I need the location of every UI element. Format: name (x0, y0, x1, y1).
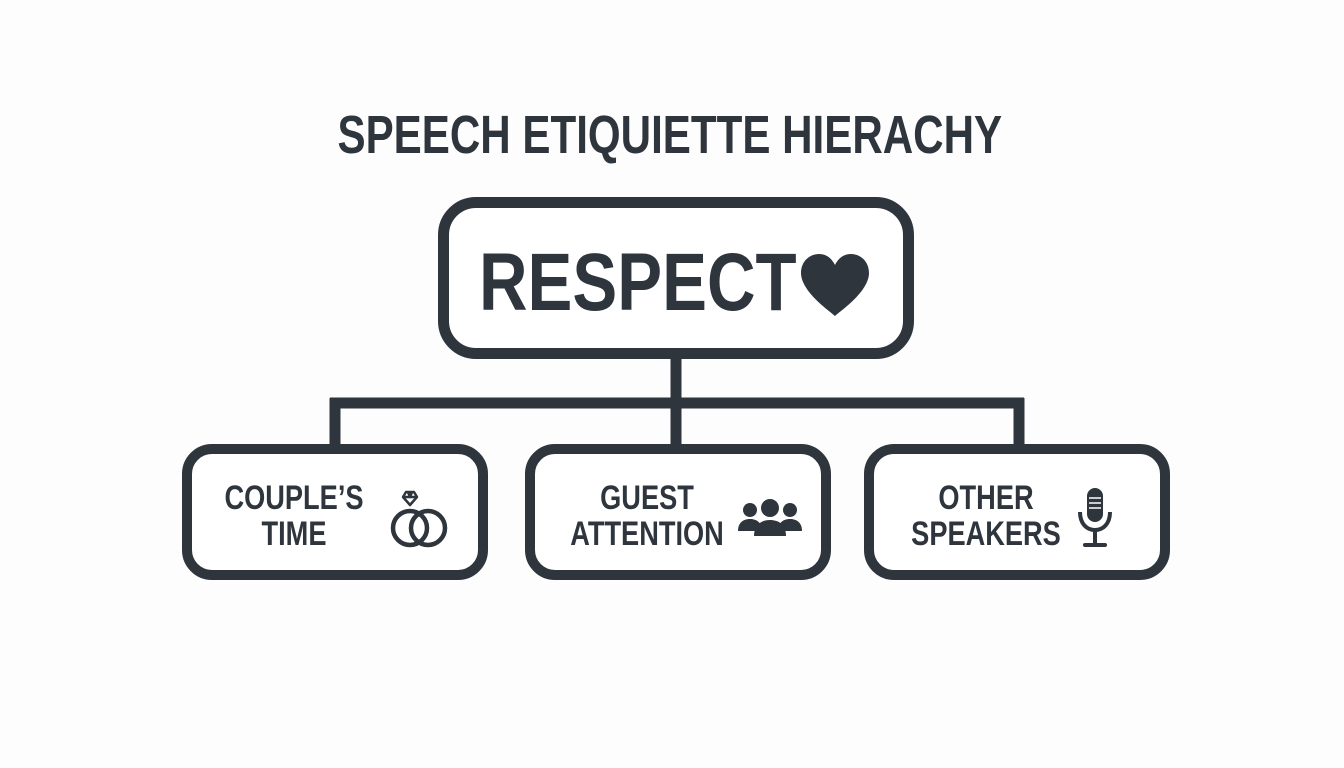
child-node-other-speakers: OTHER SPEAKERS (864, 444, 1170, 580)
wedding-rings-icon (390, 490, 448, 548)
heart-icon (801, 254, 869, 316)
root-node-respect: RESPECT (438, 197, 914, 359)
child-node-label: GUEST ATTENTION (570, 480, 724, 552)
child-node-couples-time: COUPLE’S TIME (182, 444, 488, 580)
child-node-label-line2: SPEAKERS (911, 515, 1061, 553)
child-node-label-line2: ATTENTION (570, 515, 724, 553)
child-node-label-line1: OTHER (938, 479, 1034, 517)
child-node-guest-attention: GUEST ATTENTION (525, 444, 831, 580)
diagram-title: SPEECH ETIQUIETTE HIERACHY (337, 105, 1003, 165)
child-node-label: OTHER SPEAKERS (909, 480, 1063, 552)
child-node-label-line1: COUPLE’S (224, 479, 364, 517)
root-node-label: RESPECT (479, 237, 797, 328)
child-node-label-line2: TIME (261, 515, 327, 553)
child-node-label: COUPLE’S TIME (224, 480, 365, 552)
microphone-icon (1078, 488, 1112, 547)
child-node-label-line1: GUEST (600, 479, 694, 517)
group-people-icon (738, 499, 802, 536)
